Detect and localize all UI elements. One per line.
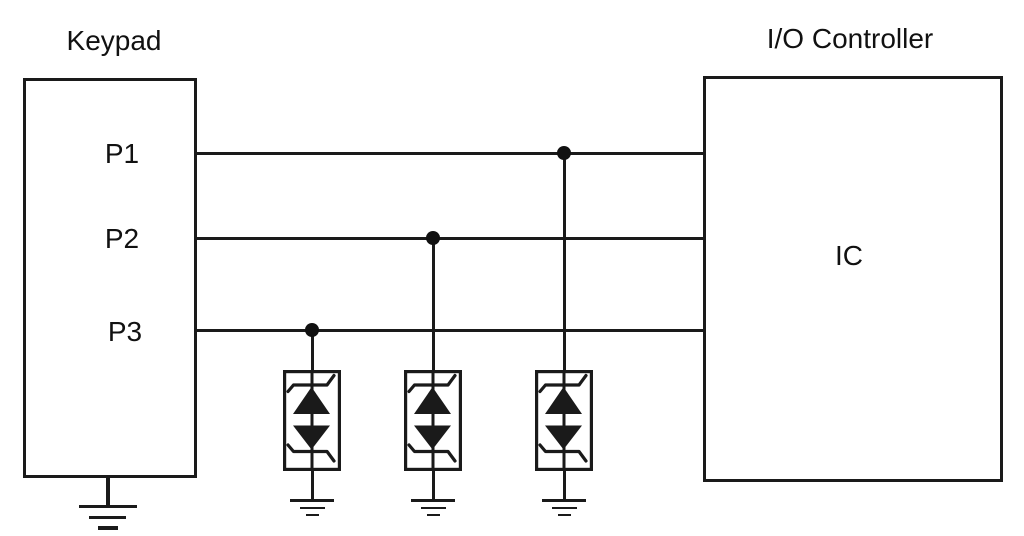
pin-label-p3: P3 bbox=[107, 316, 143, 347]
tvs2-ground-icon bbox=[411, 498, 455, 502]
junction-dot-p2 bbox=[426, 231, 440, 245]
tvs-diode-3-icon bbox=[535, 370, 593, 471]
tvs1-ground-bar3 bbox=[305, 513, 319, 517]
tvs1-ground-icon bbox=[290, 498, 334, 502]
tvs-diode-1-icon bbox=[283, 370, 341, 471]
io-controller-title: I/O Controller bbox=[766, 23, 934, 54]
wire-p3 bbox=[197, 328, 703, 332]
junction-dot-p1 bbox=[557, 146, 571, 160]
tvs1-ground-bar2 bbox=[299, 506, 325, 510]
pin-label-p1: P1 bbox=[104, 138, 140, 169]
wire-branch-p1 bbox=[562, 153, 566, 500]
keypad-ground-bar2 bbox=[89, 515, 126, 519]
wire-p2 bbox=[197, 236, 703, 240]
wire-p1 bbox=[197, 151, 703, 155]
io-controller-box bbox=[703, 76, 1003, 482]
keypad-box bbox=[23, 78, 197, 478]
ic-label: IC bbox=[835, 240, 863, 271]
keypad-title: Keypad bbox=[66, 25, 162, 56]
keypad-ground-bar3 bbox=[98, 526, 118, 530]
tvs2-ground-bar2 bbox=[420, 506, 446, 510]
wire-branch-p2 bbox=[431, 238, 435, 500]
tvs3-ground-icon bbox=[542, 498, 586, 502]
tvs2-ground-bar3 bbox=[426, 513, 440, 517]
tvs-diode-2-icon bbox=[404, 370, 462, 471]
tvs3-ground-bar3 bbox=[557, 513, 571, 517]
junction-dot-p3 bbox=[305, 323, 319, 337]
keypad-ground-stub bbox=[106, 478, 110, 506]
keypad-ground-icon bbox=[79, 504, 137, 508]
tvs3-ground-bar2 bbox=[551, 506, 577, 510]
pin-label-p2: P2 bbox=[104, 223, 140, 254]
